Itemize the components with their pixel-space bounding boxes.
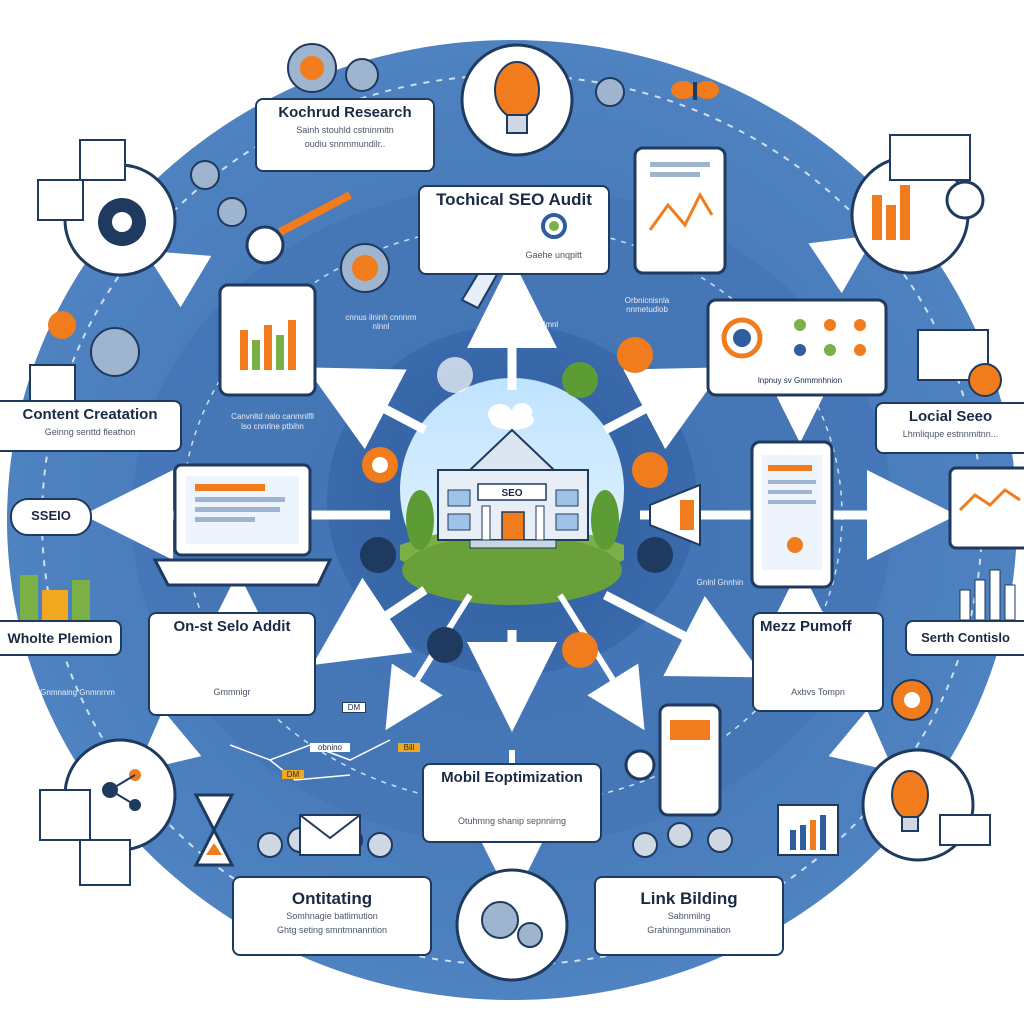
- hourglass-icon: [193, 793, 235, 867]
- link-building-box[interactable]: Link Bilding Sabnmilng Grahinngumminatio…: [594, 876, 784, 956]
- meze-pumoff-box[interactable]: Mezz Pumoff Axbvs Tompn: [752, 612, 884, 712]
- bar-chart-card: [777, 804, 839, 856]
- keyword-research-title: Kochrud Research: [278, 104, 412, 121]
- tech-left-caption: cnnus ilninh cnnnrm nlnnl: [345, 313, 417, 331]
- monitor-graph-icon: [948, 466, 1024, 550]
- local-sub-caption: lnpnuy sv Gnmmnhnion: [757, 376, 843, 385]
- location-pin-icon: [891, 679, 933, 721]
- technical-mid-caption: Orbnicnisnla nnmetudiob: [624, 296, 670, 314]
- ontitating-title: Ontitating: [291, 889, 373, 908]
- ontitating-sub2: Ghtg seting smntmnanntion: [276, 925, 388, 935]
- keyword-research-box[interactable]: Kochrud Research Sainh stouhld cstninmit…: [255, 98, 435, 172]
- inner-ring-icons: [360, 337, 673, 668]
- sseio-badge: SSEIO: [10, 498, 92, 536]
- magnifier-icon: [245, 191, 352, 265]
- content-creation-title: Content Creatation: [22, 406, 158, 423]
- gears-icon-bottom: [455, 868, 569, 982]
- link-building-sub1: Sabnmilng: [667, 911, 711, 921]
- orange-gear-center: [300, 56, 324, 80]
- onsite-seo-audit-sub: Gmmnigr: [213, 687, 251, 697]
- ontitating-sub1: Somhnagie batlimution: [286, 911, 378, 921]
- search-console-title: Serth Contislo: [921, 630, 1010, 645]
- local-seo-sub: Lhmliqupe estnnmitnn...: [902, 429, 999, 439]
- target-icon: [426, 209, 602, 247]
- documents-icon-top-left: [29, 139, 126, 406]
- orange-dot-left: [48, 311, 76, 339]
- documents-icon-bottom-left: [39, 789, 131, 886]
- laptop-icon: [152, 463, 333, 587]
- local-seo-title: Locial Seeo: [908, 408, 993, 425]
- tablet-graph-icon: [633, 146, 727, 275]
- settings-card-icon: [706, 298, 888, 397]
- butterfly-icon: [671, 81, 719, 100]
- technical-seo-audit-title: Tochical SEO Audit: [436, 190, 592, 209]
- content-creation-box[interactable]: Content Creatation Geinng senttd fleatho…: [0, 400, 182, 452]
- gear-icon-top-left: [63, 163, 177, 277]
- dm-label-1: DM: [342, 702, 366, 713]
- right-mid-caption: Gnlnl Gnnhin: [696, 578, 744, 587]
- mobile-optimization-sub: Otuhmng shanip sepnnirng: [457, 816, 567, 826]
- orange-gear-left: [352, 255, 378, 281]
- content-block-caption: Canvnltd nalo canmnlfll lso cnnrlne ptbi…: [231, 412, 314, 431]
- lightbulb-icon-bottom-right: [861, 748, 991, 862]
- tablet-bars-icon: [218, 283, 317, 397]
- dm-label-2: DM: [282, 770, 304, 779]
- whole-plemion-box[interactable]: Wholte Plemion: [0, 620, 122, 656]
- link-building-sub2: Grahinngummination: [647, 925, 731, 935]
- content-creation-sub: Geinng senttd fleathon: [44, 427, 136, 437]
- mobile-mid-caption: obnino: [310, 743, 350, 752]
- laptop-icon-top-right: [889, 134, 1002, 397]
- onsite-seo-audit-box[interactable]: On-st Selo Addit Gmmnigr: [148, 612, 316, 716]
- right-ctrl-caption: Clmnl: [537, 320, 559, 329]
- keyword-research-sub2: oudiu snnmmundilr..: [304, 139, 386, 149]
- left-edge-bars: [20, 575, 90, 620]
- link-building-title: Link Bilding: [640, 889, 738, 908]
- left-low-caption: Gnmnaing Gnmnrnm: [40, 688, 115, 697]
- lightbulb-icon-top: [460, 43, 574, 157]
- center-building-scene: [400, 378, 624, 605]
- tablet-chart-icon: [750, 440, 834, 589]
- technical-seo-audit-sub: Gaehe unqpitt: [525, 250, 582, 260]
- meze-pumoff-sub: Axbvs Tompn: [791, 687, 845, 697]
- mobile-optimization-title: Mobil Eoptimization: [441, 769, 583, 786]
- people-icon-bottom-right: [632, 822, 733, 858]
- whole-plemion-title: Wholte Plemion: [7, 630, 113, 646]
- meze-pumoff-title: Mezz Pumoff: [760, 618, 852, 635]
- keyword-research-sub1: Sainh stouhld cstninmitn: [296, 125, 394, 135]
- technical-seo-audit-box[interactable]: Tochical SEO Audit Gaehe unqpitt: [418, 185, 610, 275]
- dm-label-3: Bill: [398, 743, 420, 752]
- center-sign-text: SEO: [501, 488, 522, 499]
- megaphone-icon: [649, 483, 701, 547]
- mobile-optimization-box[interactable]: Mobil Eoptimization Otuhmng shanip sepnn…: [422, 763, 602, 843]
- search-console-box[interactable]: Serth Contislo: [905, 620, 1024, 656]
- ontitating-box[interactable]: Ontitating Somhnagie batlimution Ghtg se…: [232, 876, 432, 956]
- phone-icon: [624, 703, 722, 817]
- onsite-seo-audit-title: On-st Selo Addit: [173, 618, 291, 635]
- envelope-icon: [299, 814, 361, 856]
- local-seo-box[interactable]: Locial Seeo Lhmliqupe estnnmitnn...: [875, 402, 1024, 454]
